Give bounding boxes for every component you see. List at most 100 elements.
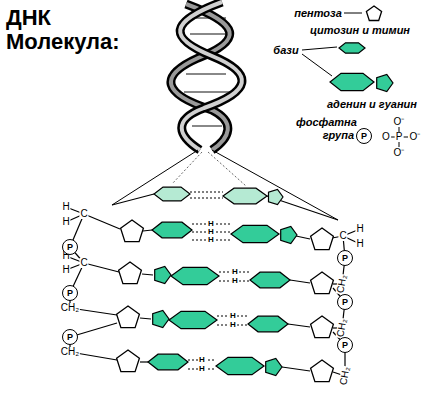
helix-rung xyxy=(192,125,222,127)
funnel-line xyxy=(208,152,246,186)
hydrogen-atom: H xyxy=(207,236,215,244)
legend-text: фосфатна група xyxy=(296,116,354,142)
formula-atom: O⁻ xyxy=(393,117,406,127)
atom-label: H xyxy=(61,217,70,227)
hydrogen-atom: H xyxy=(231,268,239,276)
helix-strand xyxy=(180,2,242,150)
atom-label: H xyxy=(61,202,70,212)
pentose-ring xyxy=(311,228,334,250)
helix-rung xyxy=(184,91,230,93)
funnel-line xyxy=(112,150,198,205)
purine-ring xyxy=(153,310,169,327)
hydrogen-atom: H xyxy=(207,220,215,228)
hydrogen-atom: H xyxy=(198,356,206,364)
purine-ring xyxy=(281,226,297,243)
hydrogen-atom: H xyxy=(229,312,237,320)
atom-label: CH₂ xyxy=(60,303,80,313)
pentose-ring xyxy=(311,272,334,294)
atom-label: CH₂ xyxy=(335,273,348,295)
leader-line xyxy=(302,47,337,50)
pentose-ring xyxy=(121,220,144,242)
phosphate-circle: P xyxy=(337,337,353,353)
purine-ring xyxy=(266,358,282,375)
funnel-line xyxy=(212,150,338,220)
backbone-bond xyxy=(142,274,153,275)
pentose-ring xyxy=(311,316,334,338)
atom-label: C xyxy=(79,258,88,268)
helix-rung xyxy=(190,33,230,35)
pyrimidine-sample xyxy=(339,43,365,53)
base-ring xyxy=(248,316,288,332)
phosphate-symbol: P xyxy=(67,333,73,342)
phosphate-symbol: P xyxy=(67,243,73,252)
backbone-bond xyxy=(112,194,154,205)
hydrogen-atom: H xyxy=(231,277,239,285)
atom-label: C xyxy=(79,209,88,219)
backbone-bond xyxy=(143,230,152,231)
helix-rung xyxy=(186,73,226,75)
hydrogen-atom: H xyxy=(198,365,206,373)
base-ring xyxy=(216,357,264,374)
phosphate-symbol: P xyxy=(342,298,348,307)
base-ring xyxy=(171,267,219,284)
phosphate-circle: P xyxy=(62,285,78,301)
pentose-ring xyxy=(119,262,142,284)
hydrogen-bond xyxy=(190,198,223,199)
pentose-ring xyxy=(311,360,334,382)
funnel-line xyxy=(172,152,202,184)
legend-dash xyxy=(344,13,362,14)
formula-atom: O⁻ xyxy=(393,148,406,158)
base-ring xyxy=(154,187,190,201)
base-ring xyxy=(152,222,192,238)
legend-text: аденин и гуанин xyxy=(327,98,417,111)
atom-label: CH₂ xyxy=(338,365,351,387)
legend-text: пентоза xyxy=(294,7,342,20)
phosphate-bond xyxy=(403,137,408,138)
formula-atom: O xyxy=(381,132,391,142)
phosphate-circle: P xyxy=(337,294,353,310)
backbone-bond xyxy=(282,367,310,371)
backbone-bond xyxy=(296,236,310,239)
helix-strand-shade xyxy=(180,2,242,150)
backbone-bond xyxy=(140,361,148,362)
formula-atom: O⁻ xyxy=(409,132,422,142)
legend-text: цитозин и тимин xyxy=(310,24,410,37)
base-ring xyxy=(223,188,267,204)
backbone-bond xyxy=(84,263,119,272)
phosphate-symbol: P xyxy=(361,132,367,141)
base-ring xyxy=(231,225,279,242)
leader-line xyxy=(302,54,332,76)
phosphate-circle: P xyxy=(62,239,78,255)
phosphate-circle: P xyxy=(337,250,353,266)
group-label: бази xyxy=(273,44,298,57)
pentose-ring xyxy=(117,306,140,328)
hydrogen-atom: H xyxy=(229,321,237,329)
double-helix xyxy=(171,2,242,150)
atom-label: H xyxy=(61,265,70,275)
phosphate-symbol: P xyxy=(67,289,73,298)
atom-label: C xyxy=(338,231,347,241)
atom-label: H xyxy=(355,239,364,249)
purine-ring xyxy=(155,266,171,283)
base-ring xyxy=(250,272,290,288)
phosphate-circle: P xyxy=(356,128,372,144)
phosphate-symbol: P xyxy=(342,254,348,263)
hydrogen-bond xyxy=(190,192,223,193)
atom-label: CH₂ xyxy=(60,347,80,357)
backbone-bond xyxy=(288,324,310,327)
formula-atom: P xyxy=(395,132,404,142)
hydrogen-atom: H xyxy=(207,228,215,236)
title: ДНК Молекула: xyxy=(6,6,141,54)
phosphate-bond xyxy=(399,142,400,147)
purine-sample xyxy=(330,73,374,90)
atom-label: H xyxy=(355,224,364,234)
purine-ring xyxy=(269,189,284,204)
pentose-sample xyxy=(366,6,381,21)
base-ring xyxy=(148,354,188,370)
backbone-bond xyxy=(140,318,151,319)
purine-sample xyxy=(377,74,393,91)
atom-label: CH₂ xyxy=(335,317,348,339)
phosphate-symbol: P xyxy=(342,341,348,350)
